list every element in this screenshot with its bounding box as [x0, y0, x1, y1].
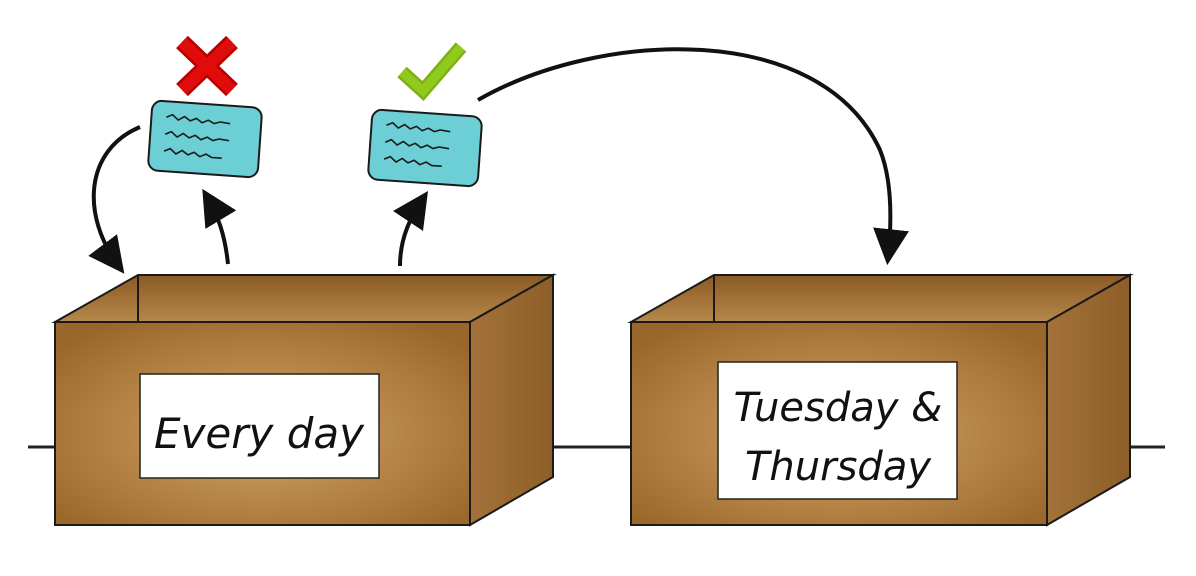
scribble-line [384, 138, 450, 150]
scribble-line [164, 130, 230, 142]
box-tuesday-thursday: Tuesday & Thursday [627, 273, 1134, 527]
box-label-text: Every day [154, 409, 365, 458]
scribble-line [383, 155, 442, 168]
box-label-line-2: Thursday [745, 444, 932, 490]
arrow-card-into-box [88, 125, 141, 274]
box-label-card [139, 373, 380, 479]
scribble-line [166, 113, 231, 125]
arrow-accepted-card-to-second-box [477, 47, 909, 266]
arrow-box-to-accepted-card [393, 191, 428, 267]
scribble-line [386, 121, 451, 133]
card-accepted [367, 108, 483, 188]
card [367, 108, 483, 188]
check-icon [397, 42, 467, 101]
box-label-card [717, 361, 958, 500]
cross-icon [176, 35, 238, 97]
arrow-box-to-rejected-card [202, 188, 237, 265]
box-every-day: Every day [51, 273, 557, 527]
scribble-line [163, 147, 222, 160]
box-label-line-1: Tuesday & [734, 385, 943, 431]
box-interior [627, 274, 1134, 323]
box-interior [51, 274, 557, 323]
card-rejected [147, 99, 263, 179]
card [147, 99, 263, 179]
